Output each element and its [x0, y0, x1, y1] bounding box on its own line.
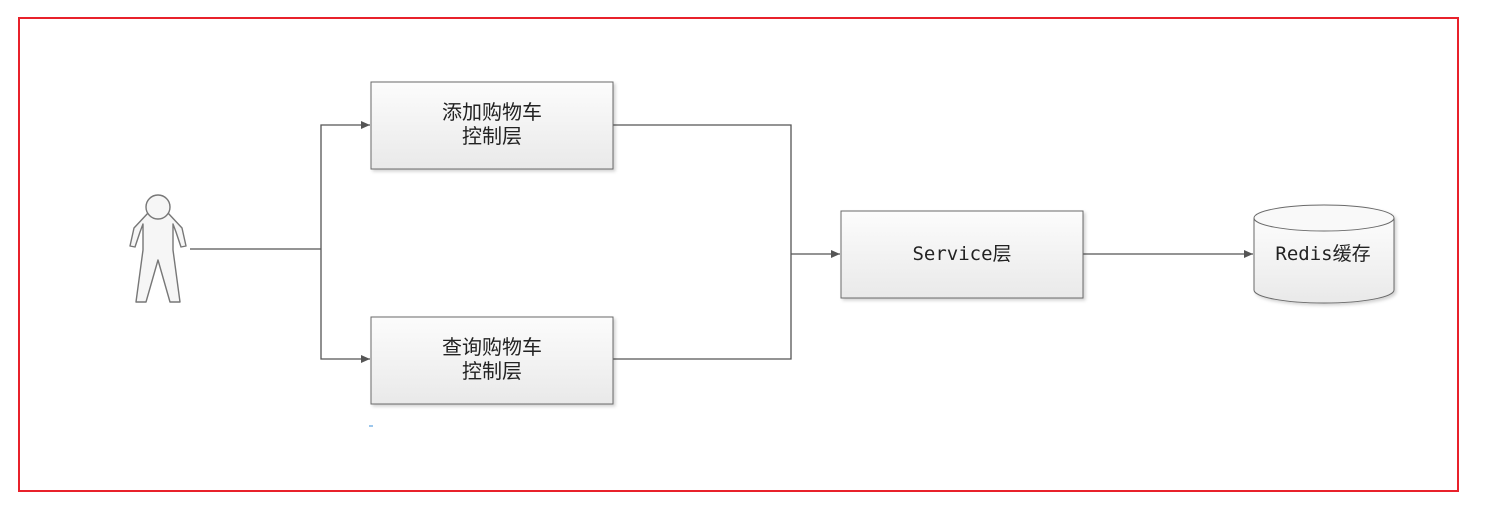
user-icon: [129, 194, 187, 303]
add-cart-controller-node[interactable]: 添加购物车 控制层: [370, 81, 614, 170]
add-cart-label-line2: 控制层: [462, 124, 522, 148]
add-cart-label-line1: 添加购物车: [442, 100, 542, 124]
query-cart-controller-node[interactable]: 查询购物车 控制层: [370, 316, 614, 405]
edge-user-to-query-cart: [320, 249, 370, 363]
query-cart-label-line1: 查询购物车: [442, 335, 542, 359]
redis-cache-label: Redis缓存: [1275, 243, 1370, 265]
selection-frame: [18, 17, 1459, 492]
edge-query-cart-to-service: [613, 254, 792, 360]
redis-cache-node[interactable]: Redis缓存: [1253, 204, 1395, 304]
service-layer-label: Service层: [912, 243, 1011, 265]
edge-user-to-add-cart: [320, 121, 370, 249]
database-cylinder-icon: [1253, 204, 1395, 304]
service-layer-node[interactable]: Service层: [840, 210, 1084, 299]
edge-add-cart-to-service: [613, 124, 792, 254]
connectors: [190, 121, 1253, 363]
query-cart-label-line2: 控制层: [462, 359, 522, 383]
